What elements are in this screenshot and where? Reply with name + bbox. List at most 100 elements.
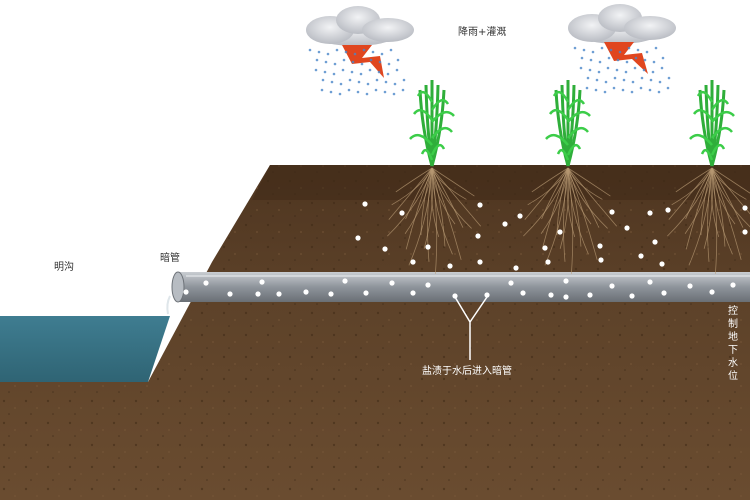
water-bubble-icon <box>362 201 368 207</box>
water-bubble-icon <box>477 202 483 208</box>
raindrop-icon <box>625 60 629 64</box>
water-bubble-icon <box>382 246 388 252</box>
raindrop-icon <box>308 48 312 52</box>
water-bubble-icon <box>342 278 348 284</box>
ditch-water <box>0 316 170 382</box>
water-bubble-icon <box>687 283 693 289</box>
raindrop-icon <box>642 68 646 72</box>
raindrop-icon <box>660 66 664 70</box>
water-bubble-icon <box>227 291 233 297</box>
raindrop-icon <box>658 80 662 84</box>
raindrop-icon <box>588 68 592 72</box>
water-bubble-icon <box>647 279 653 285</box>
water-bubble-icon <box>665 207 671 213</box>
water-bubble-icon <box>587 292 593 298</box>
raindrop-icon <box>320 88 324 92</box>
raindrop-icon <box>661 56 665 60</box>
raindrop-icon <box>612 86 616 90</box>
water-bubble-icon <box>557 229 563 235</box>
water-bubble-icon <box>410 259 416 265</box>
raindrop-icon <box>657 90 661 94</box>
seepage-label: 盐渍于水后进入暗管 <box>422 366 512 377</box>
raindrop-icon <box>586 76 590 80</box>
raindrop-icon <box>357 80 361 84</box>
outlet-drip-icon <box>166 295 171 315</box>
water-bubble-icon <box>742 229 748 235</box>
raindrop-icon <box>607 56 611 60</box>
raindrop-icon <box>384 80 388 84</box>
raindrop-icon <box>330 80 334 84</box>
raindrop-icon <box>606 66 610 70</box>
raindrop-icon <box>595 78 599 82</box>
cloud-icon <box>306 6 414 46</box>
seepage-callout-line <box>454 296 488 360</box>
water-bubble-icon <box>276 291 282 297</box>
water-bubble-icon <box>652 239 658 245</box>
water-bubble-icon <box>597 243 603 249</box>
raindrop-icon <box>598 60 602 64</box>
raindrop-icon <box>371 50 375 54</box>
raindrop-icon <box>621 88 625 92</box>
raindrop-icon <box>389 48 393 52</box>
water-bubble-icon <box>647 210 653 216</box>
raindrop-icon <box>360 62 364 66</box>
raindrop-icon <box>348 78 352 82</box>
raindrop-icon <box>315 58 319 62</box>
water-bubble-icon <box>563 278 569 284</box>
raindrop-icon <box>344 50 348 54</box>
cloud-icon <box>568 4 676 44</box>
raindrop-icon <box>624 70 628 74</box>
raindrop-icon <box>591 50 595 54</box>
water-bubble-icon <box>259 279 265 285</box>
water-bubble-icon <box>548 292 554 298</box>
raindrop-icon <box>380 52 384 56</box>
raindrop-icon <box>630 90 634 94</box>
raindrop-icon <box>359 72 363 76</box>
raindrop-icon <box>631 80 635 84</box>
water-bubble-icon <box>542 245 548 251</box>
water-bubble-icon <box>563 294 569 300</box>
raindrop-icon <box>324 60 328 64</box>
raindrop-icon <box>314 68 318 72</box>
water-bubble-icon <box>517 213 523 219</box>
raindrop-icon <box>395 68 399 72</box>
lightning-icon <box>342 45 384 78</box>
water-bubble-icon <box>629 293 635 299</box>
raindrop-icon <box>652 60 656 64</box>
raindrop-icon <box>383 90 387 94</box>
raindrop-icon <box>634 56 638 60</box>
water-bubble-icon <box>742 205 748 211</box>
raindrop-icon <box>645 50 649 54</box>
raindrop-icon <box>636 48 640 52</box>
raindrop-icon <box>387 62 391 66</box>
water-bubble-icon <box>303 289 309 295</box>
lightning-icon <box>604 42 648 74</box>
water-bubble-icon <box>447 263 453 269</box>
rain-irrigation-label: 降雨+灌溉 <box>458 27 507 38</box>
raindrop-icon <box>341 68 345 72</box>
plant-icon <box>387 80 482 274</box>
raindrop-icon <box>667 76 671 80</box>
water-bubble-icon <box>203 280 209 286</box>
water-bubble-icon <box>661 290 667 296</box>
plant-icon <box>523 80 618 274</box>
raindrop-icon <box>333 62 337 66</box>
raindrop-icon <box>582 48 586 52</box>
raindrop-icon <box>368 68 372 72</box>
groundwater-level-label: 控制地下水位 <box>728 306 738 382</box>
rain-icon <box>308 46 671 96</box>
raindrop-icon <box>651 70 655 74</box>
water-bubble-icon <box>389 280 395 286</box>
raindrop-icon <box>639 86 643 90</box>
raindrop-icon <box>375 78 379 82</box>
water-bubble-icon <box>709 289 715 295</box>
water-bubble-icon <box>520 290 526 296</box>
raindrop-icon <box>335 48 339 52</box>
topsoil-band <box>252 165 750 200</box>
water-bubble-icon <box>545 259 551 265</box>
water-bubble-icon <box>410 290 416 296</box>
raindrop-icon <box>347 88 351 92</box>
raindrop-icon <box>338 92 342 96</box>
raindrop-icon <box>604 80 608 84</box>
